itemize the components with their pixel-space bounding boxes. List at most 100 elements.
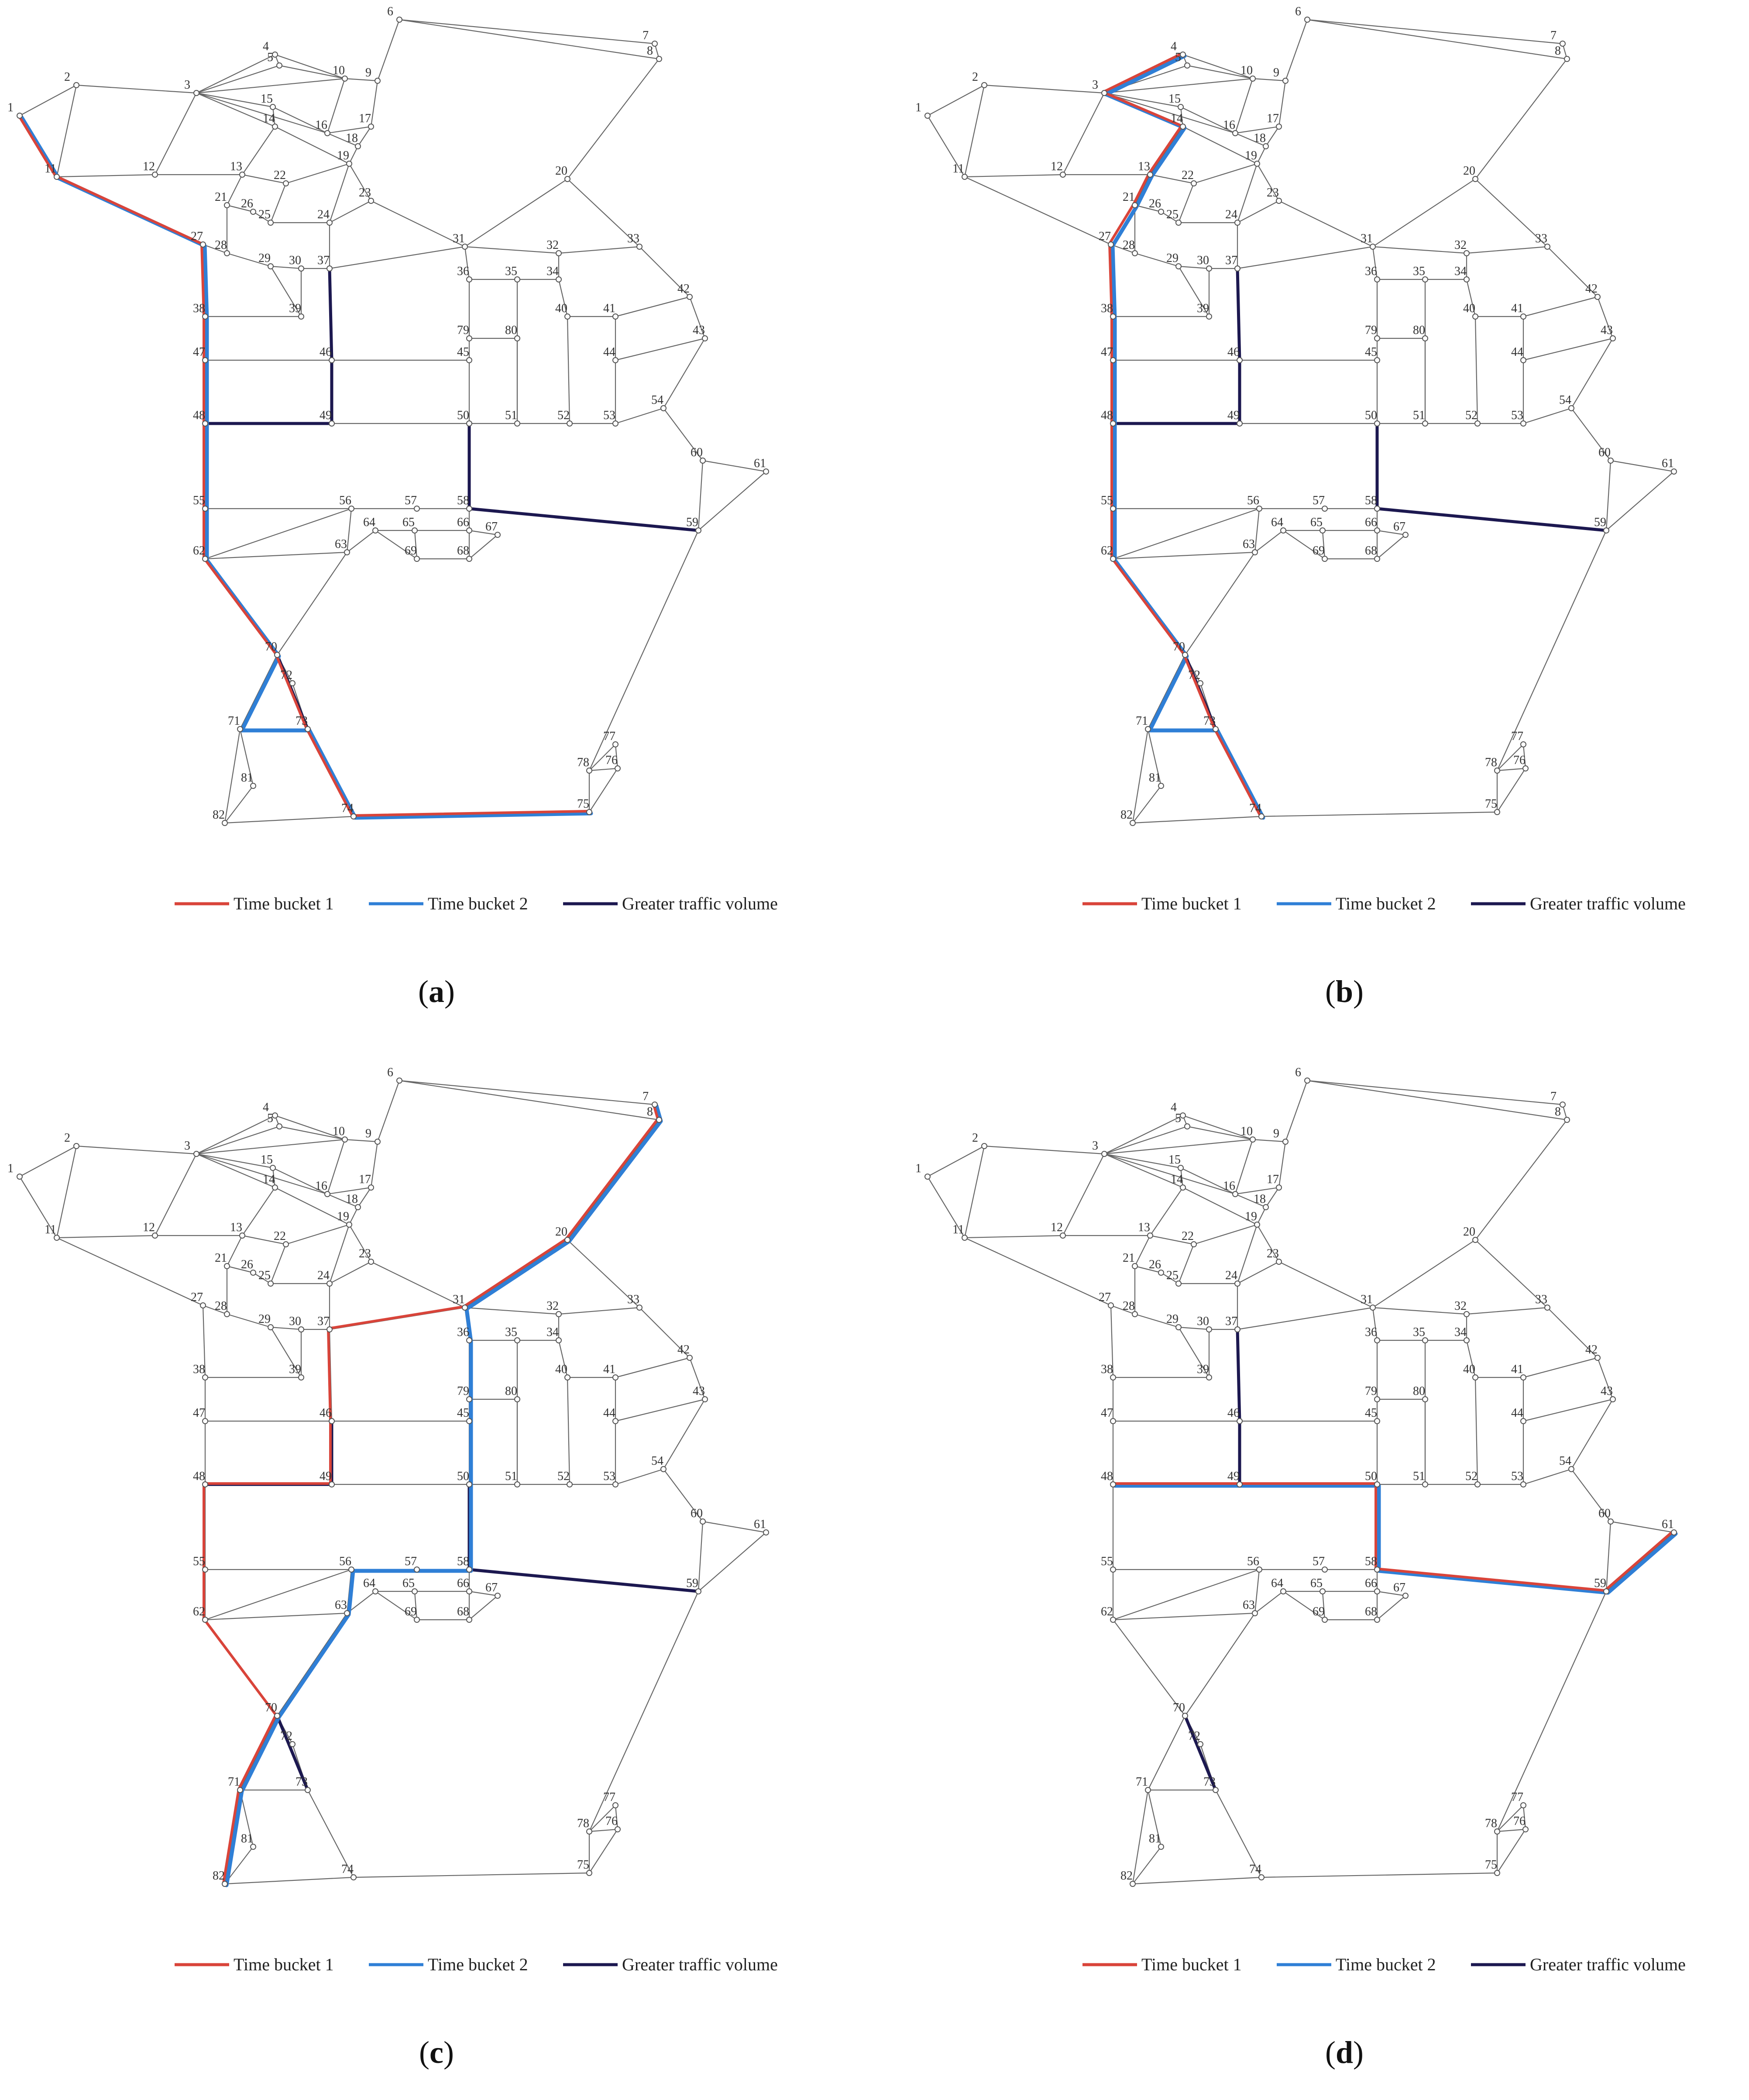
node-80 [1422, 1396, 1428, 1402]
node-39 [298, 313, 304, 320]
node-17 [368, 1184, 374, 1191]
node-label-42: 42 [1585, 282, 1598, 296]
node-69 [1322, 556, 1328, 562]
node-label-76: 76 [605, 1814, 618, 1828]
edge-21-26 [1134, 1265, 1161, 1274]
node-label-11: 11 [952, 1223, 964, 1236]
edge-75-76 [589, 1829, 618, 1873]
node-label-48: 48 [1101, 1470, 1113, 1483]
node-label-26: 26 [1149, 1258, 1161, 1271]
node-20 [1472, 176, 1478, 182]
edge-24-23 [329, 1261, 371, 1284]
node-label-70: 70 [265, 1701, 277, 1714]
edge-34-40 [558, 279, 568, 317]
node-57 [414, 1566, 420, 1573]
edge-33-42 [1547, 1307, 1598, 1358]
node-57 [1322, 1566, 1328, 1573]
node-3 [193, 1151, 199, 1157]
edge-23-31 [371, 1261, 465, 1308]
node-label-69: 69 [405, 1605, 417, 1618]
node-22 [1191, 180, 1197, 186]
node-27 [1108, 1302, 1114, 1308]
edge-9-6 [377, 1080, 400, 1142]
edge-31-32 [1372, 1307, 1467, 1315]
edge-22-25 [1178, 1244, 1195, 1284]
node-1 [17, 1174, 23, 1180]
node-label-74: 74 [341, 802, 354, 815]
node-78 [1494, 1828, 1500, 1835]
edge-33-42 [639, 246, 690, 297]
edge-31-36 [464, 246, 470, 280]
node-label-37: 37 [317, 254, 330, 267]
edge-59-78 [1496, 1591, 1607, 1832]
route-greater-traffic-2 [1183, 1714, 1217, 1792]
node-label-68: 68 [1365, 1605, 1377, 1618]
node-58 [466, 506, 472, 512]
node-label-33: 33 [1535, 1293, 1547, 1306]
edge-8-20 [1475, 1119, 1567, 1240]
node-36 [1374, 276, 1380, 282]
edge-15-16 [1180, 1167, 1236, 1195]
node-22 [283, 1241, 289, 1247]
node-label-50: 50 [1365, 1470, 1377, 1483]
edge-70-71 [1148, 654, 1185, 730]
edge-42-43 [1597, 296, 1614, 339]
route-time-bucket-1 [17, 114, 589, 817]
node-37 [1234, 265, 1240, 272]
node-label-25: 25 [1166, 1269, 1179, 1282]
node-39 [298, 1374, 304, 1380]
node-label-37: 37 [1225, 1315, 1237, 1328]
edge-56-62 [1113, 1569, 1260, 1621]
legend-time-bucket-1-label: Time bucket 1 [234, 894, 334, 913]
edge-41-42 [1523, 296, 1598, 317]
node-66 [1374, 1588, 1380, 1594]
node-73 [1213, 726, 1219, 732]
node-68 [1374, 1617, 1380, 1623]
node-label-38: 38 [1101, 1363, 1113, 1376]
node-2 [73, 82, 79, 88]
node-label-33: 33 [1535, 232, 1547, 245]
node-33 [1544, 1305, 1550, 1311]
legend-time-bucket-1-label: Time bucket 1 [1141, 1955, 1242, 1974]
node-12 [152, 1232, 158, 1239]
edge-60-61 [702, 460, 766, 472]
edge-5-10 [279, 65, 345, 79]
edge-29-30 [270, 1326, 302, 1330]
node-label-59: 59 [1594, 1577, 1606, 1590]
node-50 [1374, 420, 1380, 427]
edge-73-74 [1215, 1790, 1262, 1878]
node-43 [1610, 335, 1616, 341]
node-label-3: 3 [184, 78, 190, 92]
edge-73-74 [307, 1790, 354, 1878]
edge-67-68 [1377, 1595, 1406, 1620]
edge-78-77 [589, 1805, 616, 1832]
edge-1-2 [19, 85, 77, 116]
edge-11-12 [56, 1235, 155, 1239]
edge-76-77 [615, 744, 619, 769]
edge-76-77 [1522, 744, 1526, 769]
edge-16-18 [327, 1193, 358, 1208]
node-71 [237, 1787, 243, 1793]
node-72 [289, 1741, 296, 1747]
node-label-61: 61 [1662, 1518, 1674, 1531]
edge-9-17 [1278, 1141, 1286, 1188]
edge-82-74 [224, 1876, 354, 1885]
edge-20-31 [1372, 1239, 1476, 1308]
node-label-78: 78 [1485, 1817, 1497, 1830]
edge-43-54 [1571, 338, 1613, 409]
edge-14-19 [1182, 126, 1258, 164]
node-13 [1147, 172, 1153, 178]
node-50 [466, 420, 472, 427]
node-label-64: 64 [1271, 1577, 1283, 1590]
edge-13-21 [1134, 1235, 1151, 1267]
node-40 [564, 1374, 570, 1380]
edge-13-21 [227, 174, 243, 206]
node-60 [700, 458, 706, 464]
node-label-14: 14 [1171, 1173, 1183, 1186]
edge-28-29 [1134, 252, 1179, 267]
node-label-25: 25 [258, 208, 271, 221]
node-66 [466, 1588, 472, 1594]
edge-25-26 [253, 211, 271, 223]
edge-1-11 [19, 1176, 57, 1238]
